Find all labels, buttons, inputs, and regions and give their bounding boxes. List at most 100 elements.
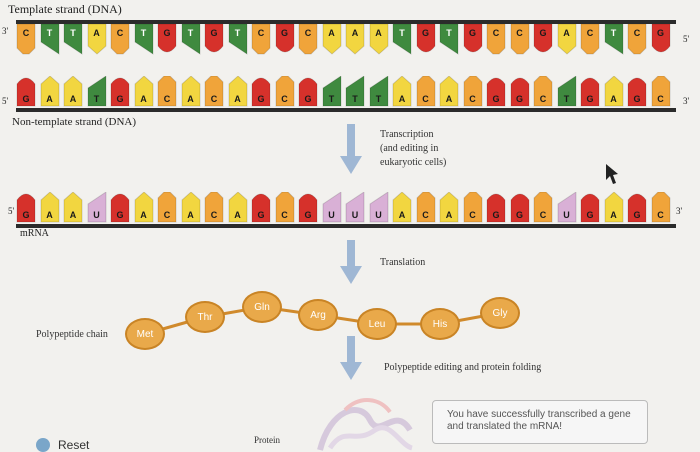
polypeptide-chain-label: Polypeptide chain <box>36 329 108 340</box>
nontemplate-base-label: C <box>210 94 218 104</box>
mrna-nucleotide-A: A <box>392 192 412 224</box>
mrna-nucleotide-A: A <box>439 192 459 224</box>
template-base-label: C <box>304 28 312 38</box>
mrna-base-label: U <box>563 210 570 220</box>
nontemplate-base-label: G <box>22 94 30 104</box>
mrna-nucleotide-A: A <box>181 192 201 224</box>
template-nucleotide-A: A <box>87 24 107 56</box>
nontemplate-nucleotide-C: C <box>157 76 177 108</box>
template-base-label: T <box>610 28 617 38</box>
template-nucleotide-C: C <box>627 24 647 56</box>
folding-arrow-icon <box>340 336 362 380</box>
template-base-label: T <box>70 28 76 38</box>
template-base-label: G <box>539 28 547 38</box>
nontemplate-nucleotide-A: A <box>439 76 459 108</box>
mrna-3prime: 3' <box>676 206 683 216</box>
mrna-base-label: A <box>140 210 147 220</box>
template-base-label: T <box>46 28 53 38</box>
mrna-5prime: 5' <box>8 206 15 216</box>
transcription-arrow-icon <box>340 124 362 174</box>
template-base-label: G <box>210 28 218 38</box>
mrna-base-label: U <box>351 210 359 220</box>
nontemplate-base-label: T <box>93 94 100 104</box>
amino-acid-arg: Arg <box>298 299 338 331</box>
template-base-label: C <box>516 28 523 38</box>
template-base-label: G <box>163 28 171 38</box>
template-nucleotide-C: C <box>16 24 36 56</box>
nontemplate-base-label: A <box>187 94 194 104</box>
template-nucleotide-G: G <box>157 24 177 56</box>
mrna-base-label: C <box>210 210 218 220</box>
template-base-label: G <box>468 28 476 38</box>
template-nucleotide-A: A <box>322 24 342 56</box>
template-base-label: C <box>116 28 124 38</box>
template-3prime: 3' <box>2 26 9 36</box>
mrna-nucleotide-G: G <box>510 192 530 224</box>
nontemplate-base-label: C <box>469 94 476 104</box>
template-nucleotide-C: C <box>251 24 271 56</box>
template-nucleotide-T: T <box>63 24 83 56</box>
template-base-label: A <box>375 28 382 38</box>
mrna-nucleotide-U: U <box>557 192 577 224</box>
template-nucleotide-C: C <box>580 24 600 56</box>
template-base-label: A <box>351 28 359 38</box>
nontemplate-nucleotide-G: G <box>110 76 130 108</box>
mrna-nucleotide-A: A <box>63 192 83 224</box>
mrna-base-label: G <box>515 210 523 220</box>
template-base-label: A <box>328 28 335 38</box>
template-base-label: T <box>234 28 241 38</box>
nontemplate-nucleotide-T: T <box>557 76 577 108</box>
mrna-base-label: G <box>22 210 30 220</box>
nontemplate-nucleotide-C: C <box>275 76 295 108</box>
mrna-base-label: A <box>445 210 453 220</box>
template-base-label: A <box>563 28 570 38</box>
nontemplate-base-label: G <box>586 94 594 104</box>
nontemplate-base-label: G <box>304 94 312 104</box>
nontemplate-base-label: A <box>234 94 241 104</box>
amino-acid-leu: Leu <box>357 308 397 340</box>
mrna-nucleotide-A: A <box>228 192 248 224</box>
mrna-base-label: C <box>281 210 288 220</box>
nontemplate-nucleotide-A: A <box>63 76 83 108</box>
nontemplate-nucleotide-C: C <box>533 76 553 108</box>
template-nucleotide-C: C <box>510 24 530 56</box>
mrna-base-label: G <box>586 210 594 220</box>
mrna-base-label: C <box>469 210 476 220</box>
template-nucleotide-T: T <box>40 24 60 56</box>
nontemplate-nucleotide-C: C <box>651 76 671 108</box>
mrna-nucleotide-C: C <box>157 192 177 224</box>
translation-step-label: Translation <box>380 257 426 268</box>
nontemplate-base-label: G <box>257 94 265 104</box>
mrna-base-label: A <box>398 210 406 220</box>
nontemplate-nucleotide-A: A <box>604 76 624 108</box>
mrna-nucleotide-G: G <box>251 192 271 224</box>
mrna-nucleotide-U: U <box>345 192 365 224</box>
mrna-base-label: C <box>163 210 171 220</box>
nontemplate-base-label: A <box>140 94 147 104</box>
nontemplate-base-label: C <box>422 94 429 104</box>
nontemplate-base-label: G <box>515 94 523 104</box>
nontemplate-base-label: T <box>563 94 570 104</box>
nontemplate-base-label: A <box>398 94 406 104</box>
template-base-label: G <box>421 28 429 38</box>
transcription-step-label: Transcription (and editing in eukaryotic… <box>380 129 447 168</box>
template-base-label: T <box>446 28 452 38</box>
nontemplate-base-label: A <box>610 94 617 104</box>
nontemplate-3prime: 3' <box>683 96 690 106</box>
nontemplate-nucleotide-A: A <box>392 76 412 108</box>
reset-button[interactable]: Reset <box>36 438 89 452</box>
nontemplate-5prime: 5' <box>2 96 9 106</box>
template-base-label: T <box>187 28 194 38</box>
nontemplate-nucleotide-G: G <box>486 76 506 108</box>
nontemplate-nucleotide-T: T <box>345 76 365 108</box>
template-nucleotide-G: G <box>204 24 224 56</box>
mrna-label: mRNA <box>20 228 49 239</box>
nontemplate-nucleotide-A: A <box>181 76 201 108</box>
template-nucleotide-C: C <box>298 24 318 56</box>
mrna-nucleotide-C: C <box>275 192 295 224</box>
template-base-label: A <box>93 28 100 38</box>
template-nucleotide-C: C <box>110 24 130 56</box>
mrna-base-label: G <box>116 210 124 220</box>
mrna-base-label: A <box>46 210 53 220</box>
mrna-nucleotide-C: C <box>463 192 483 224</box>
